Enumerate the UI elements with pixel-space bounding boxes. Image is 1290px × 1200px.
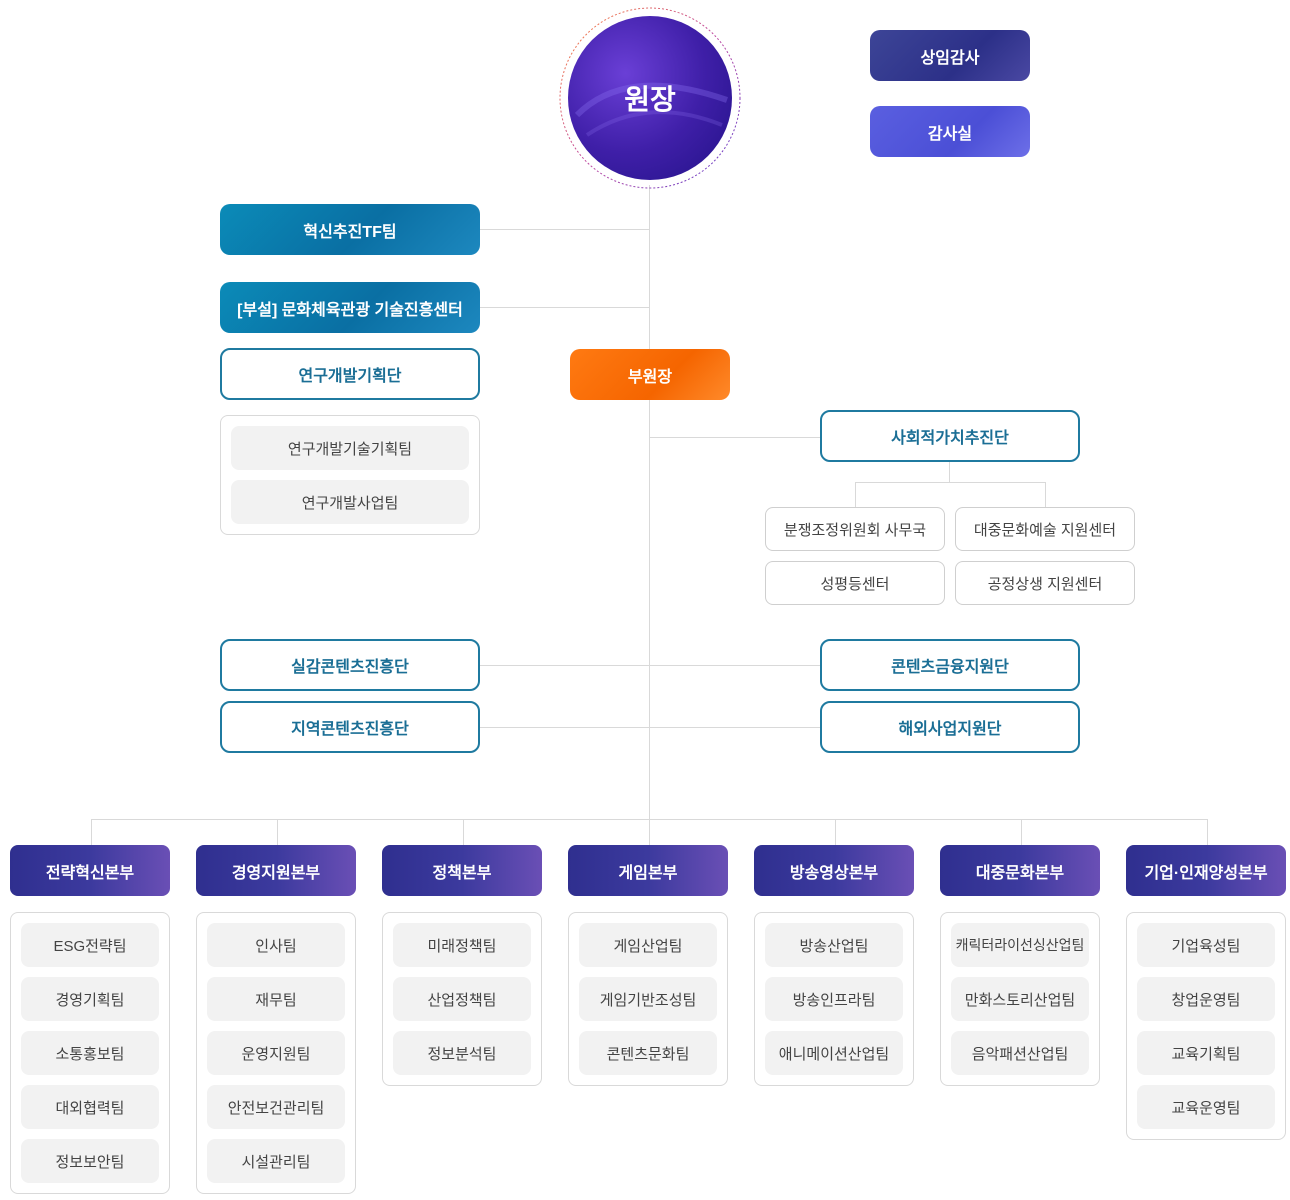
connector-hq-6 — [1021, 819, 1022, 845]
left-group-box[interactable]: 지역콘텐츠진흥단 — [220, 701, 480, 753]
connector-right-group-1 — [650, 665, 820, 666]
team-item[interactable]: 소통홍보팀 — [21, 1031, 159, 1075]
team-item[interactable]: 게임산업팀 — [579, 923, 717, 967]
team-item[interactable]: 대외협력팀 — [21, 1085, 159, 1129]
team-item[interactable]: 애니메이션산업팀 — [765, 1031, 903, 1075]
rnd-team-item[interactable]: 연구개발기술기획팀 — [231, 426, 469, 470]
connector-affiliated-center — [480, 307, 650, 308]
innovation-tf-box[interactable]: 혁신추진TF팀 — [220, 204, 480, 255]
connector-hq-3 — [463, 819, 464, 845]
team-item[interactable]: 교육기획팀 — [1137, 1031, 1275, 1075]
hq-column: 게임본부 게임산업팀 게임기반조성팀 콘텐츠문화팀 — [568, 845, 728, 1086]
hq-teams-panel: 인사팀 재무팀 운영지원팀 안전보건관리팀 시설관리팀 — [196, 912, 356, 1194]
connector-social-unit-left — [855, 482, 856, 508]
social-unit-item[interactable]: 대중문화예술 지원센터 — [955, 507, 1135, 551]
affiliated-center-box[interactable]: [부설] 문화체육관광 기술진흥센터 — [220, 282, 480, 333]
team-item[interactable]: 만화스토리산업팀 — [951, 977, 1089, 1021]
hq-title[interactable]: 기업·인재양성본부 — [1126, 845, 1286, 896]
team-item[interactable]: 미래정책팀 — [393, 923, 531, 967]
connector-social-unit-right — [1045, 482, 1046, 508]
auditor-box[interactable]: 상임감사 — [870, 30, 1030, 81]
director-label[interactable]: 원장 — [624, 84, 676, 115]
team-item[interactable]: 음악패션산업팀 — [951, 1031, 1089, 1075]
main-vertical-line — [649, 185, 650, 845]
team-item[interactable]: 경영기획팀 — [21, 977, 159, 1021]
team-item[interactable]: 재무팀 — [207, 977, 345, 1021]
team-item[interactable]: 방송산업팀 — [765, 923, 903, 967]
director-ring — [559, 7, 741, 189]
connector-right-group-2 — [650, 727, 820, 728]
team-item[interactable]: 정보보안팀 — [21, 1139, 159, 1183]
connector-hq-2 — [277, 819, 278, 845]
hq-teams-panel: ESG전략팀 경영기획팀 소통홍보팀 대외협력팀 정보보안팀 — [10, 912, 170, 1194]
social-value-box[interactable]: 사회적가치추진단 — [820, 410, 1080, 462]
team-item[interactable]: 게임기반조성팀 — [579, 977, 717, 1021]
hq-title[interactable]: 경영지원본부 — [196, 845, 356, 896]
hq-teams-panel: 방송산업팀 방송인프라팀 애니메이션산업팀 — [754, 912, 914, 1086]
hq-title[interactable]: 대중문화본부 — [940, 845, 1100, 896]
social-unit-item[interactable]: 분쟁조정위원회 사무국 — [765, 507, 945, 551]
team-item[interactable]: 교육운영팀 — [1137, 1085, 1275, 1129]
audit-office-box[interactable]: 감사실 — [870, 106, 1030, 157]
team-item[interactable]: 기업육성팀 — [1137, 923, 1275, 967]
team-item[interactable]: 인사팀 — [207, 923, 345, 967]
hq-title[interactable]: 정책본부 — [382, 845, 542, 896]
hq-column: 정책본부 미래정책팀 산업정책팀 정보분석팀 — [382, 845, 542, 1086]
hq-title[interactable]: 방송영상본부 — [754, 845, 914, 896]
hq-column: 대중문화본부 캐릭터라이선싱산업팀 만화스토리산업팀 음악패션산업팀 — [940, 845, 1100, 1086]
team-item[interactable]: 시설관리팀 — [207, 1139, 345, 1183]
rnd-division-box[interactable]: 연구개발기획단 — [220, 348, 480, 400]
connector-social-units-v — [949, 461, 950, 482]
right-group-box[interactable]: 콘텐츠금융지원단 — [820, 639, 1080, 691]
team-item[interactable]: 운영지원팀 — [207, 1031, 345, 1075]
connector-innovation-tf — [480, 229, 650, 230]
team-item[interactable]: 방송인프라팀 — [765, 977, 903, 1021]
hq-column: 방송영상본부 방송산업팀 방송인프라팀 애니메이션산업팀 — [754, 845, 914, 1086]
team-item[interactable]: 산업정책팀 — [393, 977, 531, 1021]
hq-teams-panel: 캐릭터라이선싱산업팀 만화스토리산업팀 음악패션산업팀 — [940, 912, 1100, 1086]
hq-teams-panel: 미래정책팀 산업정책팀 정보분석팀 — [382, 912, 542, 1086]
hq-title[interactable]: 전략혁신본부 — [10, 845, 170, 896]
team-item[interactable]: ESG전략팀 — [21, 923, 159, 967]
connector-hq-1 — [91, 819, 92, 845]
hq-teams-panel: 기업육성팀 창업운영팀 교육기획팀 교육운영팀 — [1126, 912, 1286, 1140]
team-item[interactable]: 콘텐츠문화팀 — [579, 1031, 717, 1075]
team-item[interactable]: 창업운영팀 — [1137, 977, 1275, 1021]
rnd-team-item[interactable]: 연구개발사업팀 — [231, 480, 469, 524]
connector-hq-5 — [835, 819, 836, 845]
hq-teams-panel: 게임산업팀 게임기반조성팀 콘텐츠문화팀 — [568, 912, 728, 1086]
hq-title[interactable]: 게임본부 — [568, 845, 728, 896]
connector-social-value — [650, 437, 820, 438]
connector-left-group-1 — [480, 665, 650, 666]
connector-hq-horizontal — [91, 819, 1208, 820]
vice-director-box[interactable]: 부원장 — [570, 349, 730, 400]
left-group-box[interactable]: 실감콘텐츠진흥단 — [220, 639, 480, 691]
hq-column: 전략혁신본부 ESG전략팀 경영기획팀 소통홍보팀 대외협력팀 정보보안팀 — [10, 845, 170, 1194]
team-item[interactable]: 정보분석팀 — [393, 1031, 531, 1075]
hq-column: 경영지원본부 인사팀 재무팀 운영지원팀 안전보건관리팀 시설관리팀 — [196, 845, 356, 1194]
right-group-box[interactable]: 해외사업지원단 — [820, 701, 1080, 753]
social-unit-item[interactable]: 공정상생 지원센터 — [955, 561, 1135, 605]
social-unit-item[interactable]: 성평등센터 — [765, 561, 945, 605]
connector-hq-7 — [1207, 819, 1208, 845]
connector-left-group-2 — [480, 727, 650, 728]
connector-social-units-h — [855, 482, 1046, 483]
team-item[interactable]: 안전보건관리팀 — [207, 1085, 345, 1129]
team-item[interactable]: 캐릭터라이선싱산업팀 — [951, 923, 1089, 967]
hq-column: 기업·인재양성본부 기업육성팀 창업운영팀 교육기획팀 교육운영팀 — [1126, 845, 1286, 1140]
